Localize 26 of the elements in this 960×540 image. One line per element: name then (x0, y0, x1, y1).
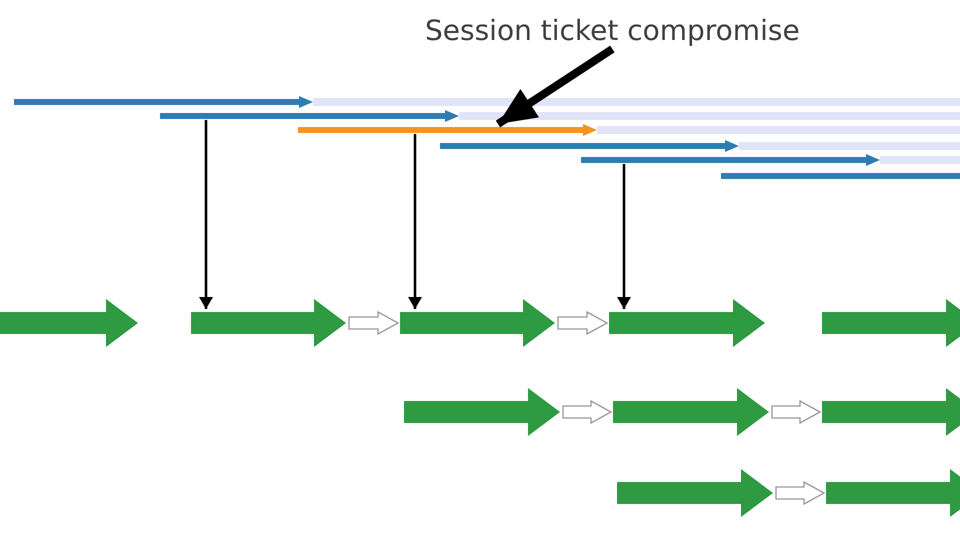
block-arrow (404, 388, 560, 436)
callout-text: Session ticket compromise (425, 14, 800, 47)
block-arrow (617, 469, 773, 517)
block-arrow (826, 469, 960, 517)
block-arrow (191, 299, 346, 347)
hollow-arrow (562, 400, 612, 424)
hollow-arrow (557, 310, 608, 336)
hollow-arrow (771, 400, 822, 424)
block-arrow (400, 299, 555, 347)
timeline-bar (14, 96, 313, 108)
hollow-arrow (348, 310, 400, 336)
timeline-bar (160, 110, 459, 122)
arrow (617, 164, 631, 309)
block-arrow (613, 388, 769, 436)
block-arrow (822, 388, 960, 436)
hollow-arrow (775, 480, 826, 506)
leader-arrow (496, 46, 615, 128)
arrow (199, 120, 213, 309)
timeline-bar (581, 154, 880, 166)
timeline-bar (298, 124, 597, 136)
timeline-bar (721, 173, 960, 179)
block-arrow (609, 299, 765, 347)
arrow (408, 134, 422, 309)
block-arrow (0, 299, 138, 347)
timeline-bar (440, 140, 739, 152)
block-arrow (822, 299, 960, 347)
